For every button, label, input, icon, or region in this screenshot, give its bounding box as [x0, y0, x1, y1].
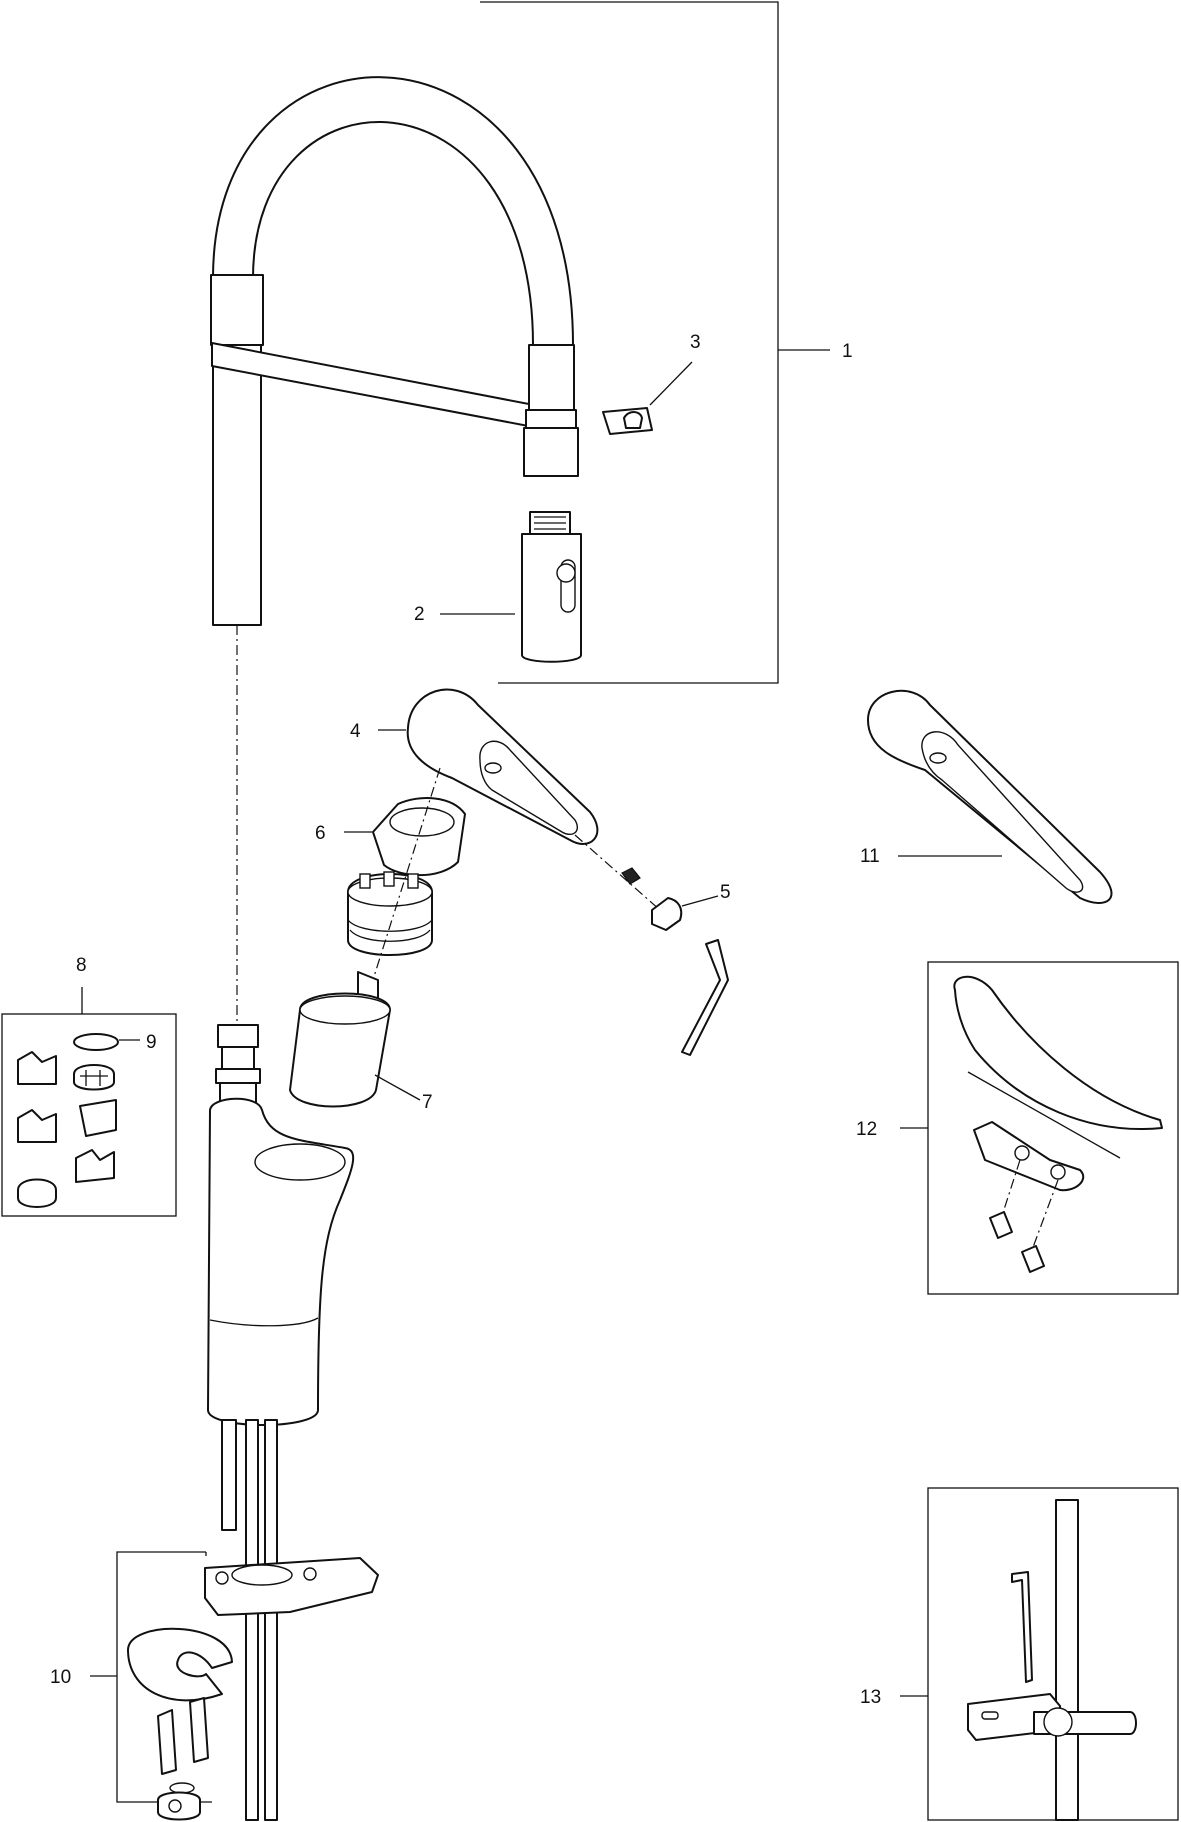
bonnet-nut-icon: [347, 871, 433, 956]
cap-ring-icon: [344, 797, 466, 877]
callout-bracket-1: [480, 1, 830, 684]
spray-head-icon: [521, 511, 582, 663]
label-2: 2: [414, 604, 425, 625]
label-3: 3: [690, 332, 701, 353]
label-5: 5: [720, 882, 731, 903]
label-12: 12: [856, 1119, 877, 1140]
label-1: 1: [842, 341, 853, 362]
axis-line-screw: [574, 834, 661, 911]
hose-clip-icon: [602, 361, 693, 435]
label-7: 7: [422, 1092, 433, 1113]
cartridge-icon: [289, 971, 421, 1108]
clip-set-icon: [1, 987, 177, 1217]
faucet-body-icon: [207, 1024, 355, 1821]
label-4: 4: [350, 721, 361, 742]
handle-kit-icon: [900, 961, 1179, 1295]
axis-line-cartridge: [364, 767, 441, 1006]
rod-assembly-icon: [900, 1487, 1179, 1821]
set-screw-cap-icon: [621, 867, 719, 931]
mounting-plate-icon: [204, 1557, 379, 1616]
callout-labels: 1 2 3 4 5 6 7 8 9 10 11 12 13: [50, 332, 881, 1708]
mounting-kit-icon: [90, 1551, 233, 1821]
lever-handle-icon: [378, 688, 599, 845]
label-9: 9: [146, 1032, 157, 1053]
label-6: 6: [315, 823, 326, 844]
alternate-handle-icon: [867, 689, 1113, 904]
label-13: 13: [860, 1687, 881, 1708]
faucet-spout-hose-icon: [210, 76, 579, 626]
label-10: 10: [50, 1667, 71, 1688]
hex-key-icon: [681, 939, 729, 1056]
o-ring-icon: [73, 1033, 140, 1051]
label-11: 11: [860, 846, 880, 867]
label-8: 8: [76, 955, 87, 976]
